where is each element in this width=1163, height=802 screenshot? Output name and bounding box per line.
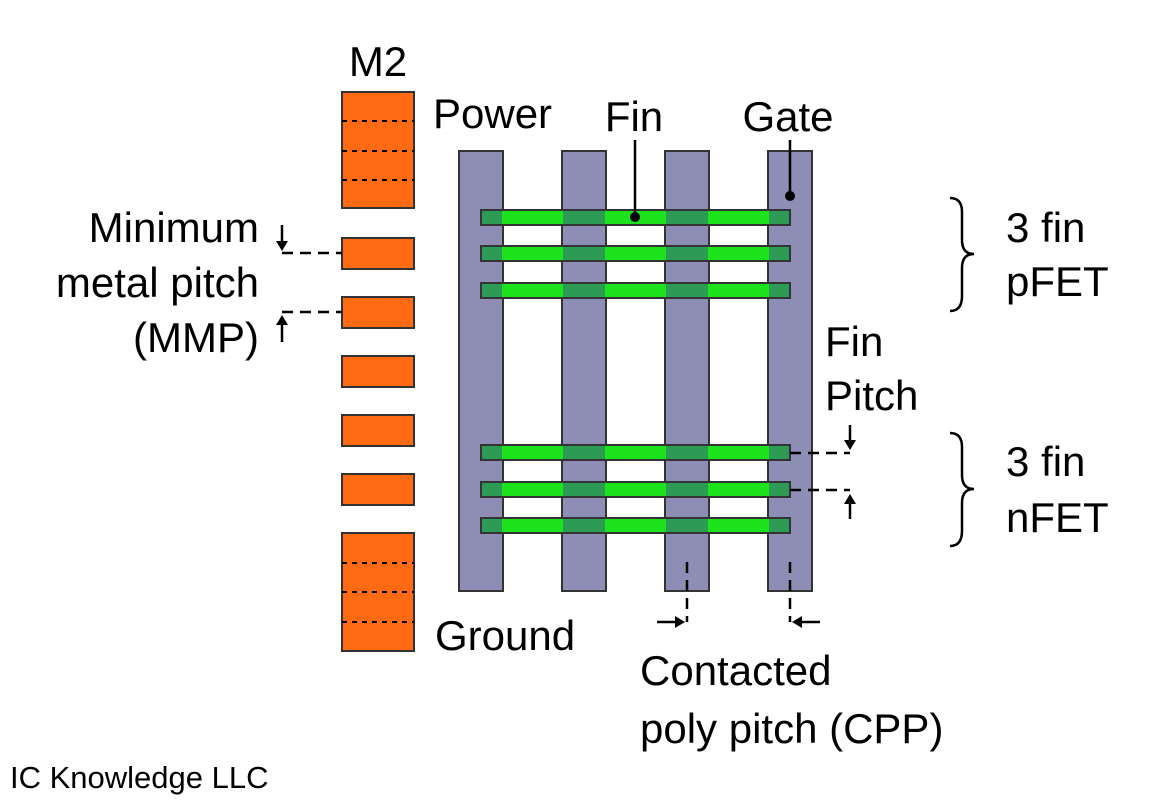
mmp-label-line2: metal pitch	[56, 259, 259, 306]
m2-track	[341, 355, 415, 388]
fin-gate-overlaps	[482, 211, 789, 532]
fin-pitch-label-line1: Fin	[825, 318, 883, 365]
fin-label: Fin	[605, 93, 663, 140]
mmp-dimension	[276, 225, 342, 342]
fin-callout	[630, 140, 640, 222]
pfet-fins	[480, 209, 791, 299]
pfet-label-line1: 3 fin	[1006, 204, 1085, 251]
m2-track	[341, 237, 415, 270]
nfet-fins	[480, 444, 791, 534]
m2-label: M2	[349, 38, 407, 85]
ground-label: Ground	[435, 612, 575, 659]
fin	[480, 245, 791, 262]
m2-track	[341, 473, 415, 506]
pfet-label-line2: pFET	[1006, 258, 1109, 305]
gate-label: Gate	[742, 93, 833, 140]
pfet-brace	[949, 196, 975, 313]
nfet-label-line1: 3 fin	[1006, 438, 1085, 485]
fin	[480, 481, 791, 498]
nfet-brace	[949, 431, 975, 548]
fin-pitch-dimension	[790, 425, 856, 519]
credit-label: IC Knowledge LLC	[10, 760, 269, 795]
nfet-label-line2: nFET	[1006, 494, 1109, 541]
power-label: Power	[433, 90, 552, 137]
cpp-dimension	[657, 562, 820, 628]
gate-callout	[785, 140, 795, 201]
cpp-label-line1: Contacted	[640, 647, 831, 694]
cpp-label-line2: poly pitch (CPP)	[640, 705, 943, 752]
m2-track	[341, 296, 415, 329]
fin	[480, 517, 791, 534]
fin	[480, 282, 791, 299]
fin	[480, 444, 791, 461]
mmp-label-line1: Minimum	[89, 204, 259, 251]
m2-track	[341, 414, 415, 447]
mmp-label-line3: (MMP)	[133, 314, 259, 361]
fin-pitch-label-line2: Pitch	[825, 372, 918, 419]
m2-metal-column	[341, 91, 415, 652]
